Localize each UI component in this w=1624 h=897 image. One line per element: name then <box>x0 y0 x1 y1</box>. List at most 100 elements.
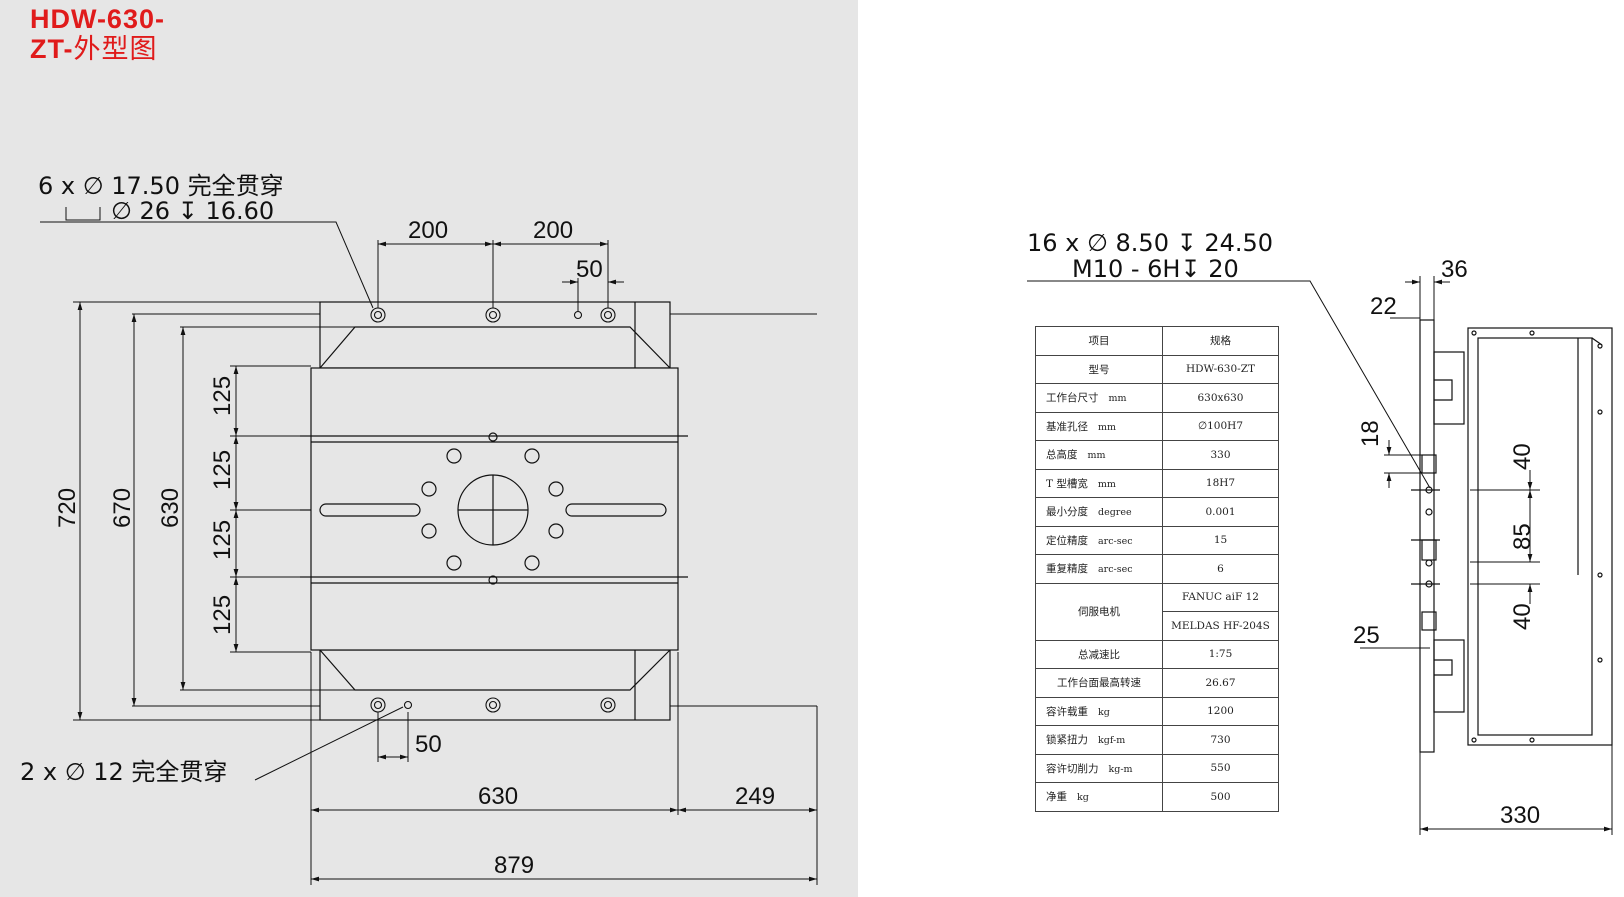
spec-item-name: 工作台面最高转速 <box>1057 677 1141 690</box>
side-hole-note-1: 16 x ∅ 8.50 ↧ 24.50 <box>1027 229 1273 257</box>
dim-330: 330 <box>1500 802 1540 829</box>
dim-slot-2: 125 <box>209 450 236 490</box>
dim-bottom-small: 50 <box>415 731 442 758</box>
spec-row: 工作台面最高转速 26.67 <box>1035 668 1279 698</box>
spec-item-cell: 伺服电机 <box>1035 582 1163 641</box>
spec-value-cell: 18H7 <box>1162 468 1279 498</box>
side-dimension-lines <box>1027 276 1613 835</box>
spec-value-cell: ∅100H7 <box>1162 411 1279 441</box>
spec-item-name: 容许载重 <box>1046 705 1088 718</box>
mounting-holes <box>370 307 616 713</box>
spec-value-cell: 1200 <box>1162 696 1279 726</box>
dim-slot-3: 125 <box>209 520 236 560</box>
spec-item-unit: kg-m <box>1108 763 1133 775</box>
spec-item-name: 容许切削力 <box>1046 762 1099 775</box>
spec-item-cell: 重复精度 arc-sec <box>1035 554 1163 584</box>
spec-value-cell: 550 <box>1162 753 1279 783</box>
spec-value-cell: 26.67 <box>1162 668 1279 698</box>
spec-value-cell: 0.001 <box>1162 497 1279 527</box>
spec-value-cell: 1:75 <box>1162 639 1279 669</box>
spec-value-cell: MELDAS HF-204S <box>1162 611 1279 641</box>
spec-row: 定位精度 arc-sec 15 <box>1035 525 1279 555</box>
dim-h-670: 670 <box>109 488 136 528</box>
spec-header-row: 项目 规格 <box>1035 326 1279 356</box>
drawing-title: HDW-630- ZT-外型图 <box>30 4 165 64</box>
spec-row: T 型槽宽 mm 18H7 <box>1035 468 1279 498</box>
dim-36: 36 <box>1441 256 1468 283</box>
spec-item-unit: arc-sec <box>1098 535 1133 547</box>
spec-value-cell: HDW-630-ZT <box>1162 354 1279 384</box>
dim-h-630: 630 <box>157 488 184 528</box>
dim-40-top: 40 <box>1509 443 1536 470</box>
spec-item-cell: 定位精度 arc-sec <box>1035 525 1163 555</box>
spec-item-name: T 型槽宽 <box>1046 477 1088 490</box>
title-line-1: HDW-630- <box>30 4 165 34</box>
spec-item-cell: 容许切削力 kg-m <box>1035 753 1163 783</box>
spec-item-cell: 总高度 mm <box>1035 440 1163 470</box>
spec-item-name: 锁紧扭力 <box>1046 734 1088 747</box>
spec-item-name: 伺服电机 <box>1078 606 1120 618</box>
spec-value-cell: 6 <box>1162 554 1279 584</box>
dim-top-right: 200 <box>533 217 573 244</box>
spec-item-cell: T 型槽宽 mm <box>1035 468 1163 498</box>
spec-value-cell: 330 <box>1162 440 1279 470</box>
side-dimension-texts: 16 x ∅ 8.50 ↧ 24.50 M10 - 6H↧ 20 36 22 1… <box>1027 229 1540 829</box>
spec-item-cell: 锁紧扭力 kgf-m <box>1035 725 1163 755</box>
spec-item-name: 型号 <box>1088 363 1110 376</box>
spec-item-unit: mm <box>1087 450 1106 462</box>
spec-item-cell: 总减速比 <box>1035 639 1163 669</box>
dim-22: 22 <box>1370 293 1397 320</box>
spec-value-cell: 730 <box>1162 725 1279 755</box>
spec-item-cell: 型号 <box>1035 354 1163 384</box>
dim-40-bottom: 40 <box>1509 603 1536 630</box>
front-dimension-texts: 6 x ∅ 17.50 完全贯穿 ∅ 26 ↧ 16.60 2 x ∅ 12 完… <box>20 172 775 879</box>
dim-25: 25 <box>1353 622 1380 649</box>
spec-item-name: 最小分度 <box>1046 506 1088 519</box>
spec-item-name: 总高度 <box>1046 449 1078 462</box>
spec-value-cell: 500 <box>1162 782 1279 812</box>
spec-item-unit: mm <box>1097 478 1116 490</box>
title-code: ZT- <box>30 34 74 64</box>
front-view-table <box>300 301 688 721</box>
hole-note-1: 6 x ∅ 17.50 完全贯穿 <box>38 172 284 200</box>
dim-w-249: 249 <box>735 783 775 810</box>
spec-item-name: 定位精度 <box>1046 534 1088 547</box>
spec-item-name: 重复精度 <box>1046 563 1088 576</box>
side-hole-note-2: M10 - 6H↧ 20 <box>1072 255 1239 283</box>
spec-item-unit: kg <box>1098 706 1110 718</box>
spec-row: 重复精度 arc-sec 6 <box>1035 554 1279 584</box>
hole-note-3: 2 x ∅ 12 完全贯穿 <box>20 758 227 786</box>
spec-row: 容许载重 kg 1200 <box>1035 696 1279 726</box>
spec-item-name: 净重 <box>1046 791 1067 804</box>
dim-w-879: 879 <box>494 852 534 879</box>
title-line-2: ZT-外型图 <box>30 34 165 64</box>
spec-item-unit: mm <box>1108 393 1127 405</box>
title-cn: 外型图 <box>73 34 158 64</box>
spec-row: 锁紧扭力 kgf-m 730 <box>1035 725 1279 755</box>
dim-top-small: 50 <box>576 256 603 283</box>
dim-85: 85 <box>1509 523 1536 550</box>
spec-row: 容许切削力 kg-m 550 <box>1035 753 1279 783</box>
spec-item-name: 基准孔径 <box>1046 420 1088 433</box>
hole-note-2: ∅ 26 ↧ 16.60 <box>111 197 274 225</box>
side-view-body <box>1411 319 1613 753</box>
spec-item-unit: arc-sec <box>1098 564 1133 576</box>
spec-row: 型号 HDW-630-ZT <box>1035 354 1279 384</box>
spec-item-cell: 工作台面最高转速 <box>1035 668 1163 698</box>
dim-h-720: 720 <box>54 488 81 528</box>
spec-item-unit: kgf-m <box>1098 735 1126 747</box>
spec-value-cell: 15 <box>1162 525 1279 555</box>
dim-slot-1: 125 <box>209 376 236 416</box>
